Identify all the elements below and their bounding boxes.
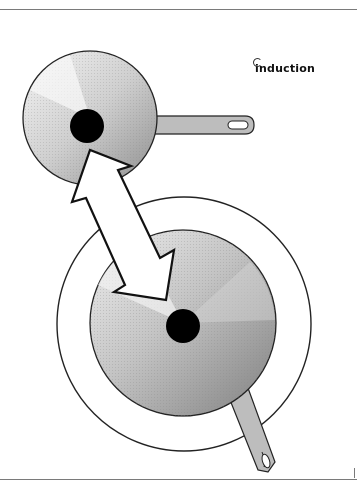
induction-logo-text: induction [255, 62, 316, 75]
small-pan-center-dot [70, 109, 104, 143]
induction-logo: induction [253, 58, 316, 75]
induction-swirl-icon [253, 58, 262, 67]
corner-mark [348, 468, 355, 478]
double-arrow-icon [70, 148, 176, 302]
large-pan-center-dot [166, 309, 200, 343]
small-pan-icon [22, 50, 255, 186]
bottom-rule [0, 479, 357, 480]
top-rule [0, 9, 357, 10]
